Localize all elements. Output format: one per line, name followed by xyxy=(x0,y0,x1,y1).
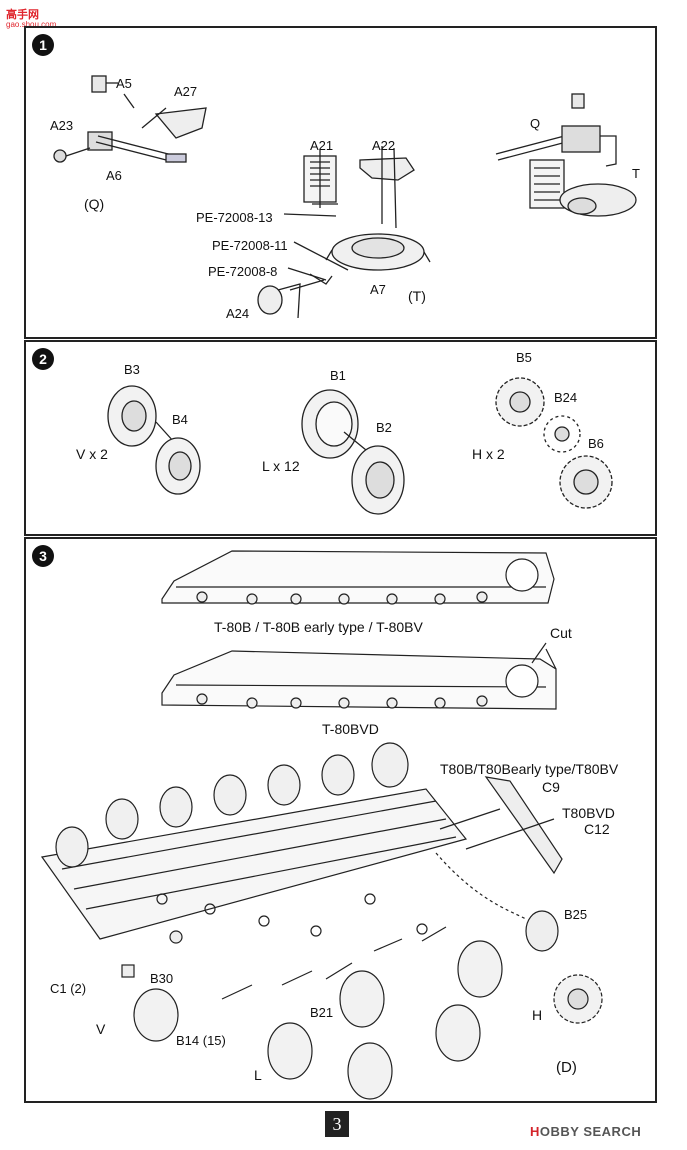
label-b24: B24 xyxy=(554,390,578,405)
label-a22: A22 xyxy=(372,138,396,153)
label-a6: A6 xyxy=(106,168,122,183)
hobby-search-watermark: HOBBY SEARCH xyxy=(530,1124,641,1139)
site-logo-url: gao.shou.com xyxy=(6,20,57,29)
step-3-panel: 3 xyxy=(24,537,657,1103)
step-2-panel: 2 B3 B4 V x 2 B1 B2 L x 12 B5 B24 xyxy=(24,340,657,536)
label-pe-11: PE-72008-11 xyxy=(212,238,288,253)
label-t80b-variants: T80B/T80Bearly type/T80BV xyxy=(440,761,619,777)
label-a27: A27 xyxy=(174,84,198,99)
label-c12: C12 xyxy=(584,821,610,837)
label-pe-8: PE-72008-8 xyxy=(208,264,278,279)
label-b6: B6 xyxy=(588,436,604,451)
label-pe-13: PE-72008-13 xyxy=(196,210,273,225)
step-1-panel: 1 xyxy=(24,26,657,339)
label-b5: B5 xyxy=(516,350,532,365)
label-t80bvd: T80BVD xyxy=(562,805,615,821)
label-c1: C1 (2) xyxy=(50,981,87,996)
label-v: V xyxy=(96,1021,106,1037)
label-a23: A23 xyxy=(50,118,74,133)
label-b1: B1 xyxy=(330,368,346,383)
label-h: H xyxy=(532,1007,543,1023)
label-a24: A24 xyxy=(226,306,250,321)
step-3-illustration xyxy=(40,550,603,1100)
label-q-group: (Q) xyxy=(84,196,105,212)
site-logo: 高手网 xyxy=(6,9,39,21)
label-c9: C9 xyxy=(542,779,560,795)
label-l: L xyxy=(254,1067,262,1083)
label-t-group: (T) xyxy=(408,288,426,304)
step-number: 1 xyxy=(32,34,54,56)
label-b21: B21 xyxy=(310,1005,334,1020)
page-number: 3 xyxy=(325,1111,349,1137)
watermark-brand-red: H xyxy=(530,1124,540,1139)
label-a21: A21 xyxy=(310,138,334,153)
label-a5: A5 xyxy=(116,76,132,91)
label-a7: A7 xyxy=(370,282,386,297)
caption-hull-t80bvd: T-80BVD xyxy=(322,721,379,737)
label-b4: B4 xyxy=(172,412,188,427)
step-number: 2 xyxy=(32,348,54,370)
watermark-brand: OBBY SEARCH xyxy=(539,1124,642,1139)
step-1-illustration xyxy=(53,75,637,319)
step-2-illustration xyxy=(107,377,613,515)
label-b2: B2 xyxy=(376,420,392,435)
caption-hull-t80b: T-80B / T-80B early type / T-80BV xyxy=(214,619,423,635)
label-d-group: (D) xyxy=(556,1059,577,1076)
label-b14: B14 (15) xyxy=(176,1033,226,1048)
label-b3: B3 xyxy=(124,362,140,377)
step-number: 3 xyxy=(32,545,54,567)
label-t: T xyxy=(632,166,640,181)
label-b30: B30 xyxy=(150,971,174,986)
label-v-quantity: V x 2 xyxy=(76,446,108,462)
label-q: Q xyxy=(530,116,541,131)
label-h-quantity: H x 2 xyxy=(472,446,505,462)
label-cut: Cut xyxy=(550,625,572,641)
label-b25: B25 xyxy=(564,907,588,922)
label-l-quantity: L x 12 xyxy=(262,458,300,474)
